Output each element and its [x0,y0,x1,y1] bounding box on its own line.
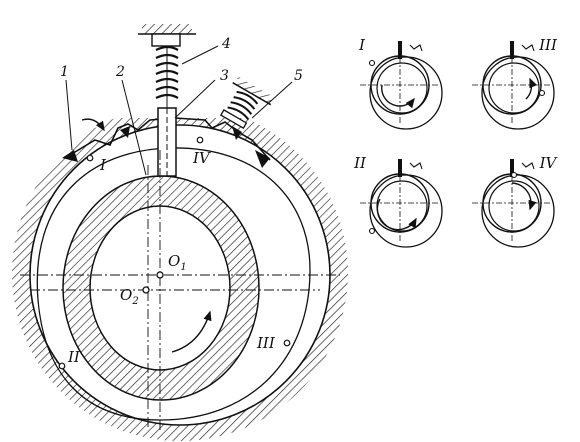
vane-assembly [138,24,196,177]
callout-1: 1 [60,64,69,80]
inset-valve [521,44,535,52]
inset-vane [398,159,402,177]
inset-dot [538,89,546,97]
position-i-dot [86,154,94,162]
inset-valve [409,162,423,170]
callout-4: 4 [221,36,231,52]
position-ii-label: II [67,348,81,366]
inset-dot [510,171,518,179]
center-o2-dot [142,286,150,294]
vane-spring [138,24,196,108]
inset-vane [510,159,514,177]
inset-label-4: IV [539,154,559,172]
position-iv-label: IV [192,149,212,167]
rotor-ring [62,175,260,401]
casing-top-mask [0,0,345,118]
inset-rotor [488,62,540,114]
inset-casing [369,56,443,130]
inset-label-1: I [358,36,366,54]
inset-casing [481,174,555,248]
position-ii-dot [58,362,66,370]
inset-dot [368,59,376,67]
inset-arrow [376,198,417,231]
inset-arrow [511,182,537,211]
inset-1 [360,41,443,130]
main-mechanism: O1 O2 I IV II III 1 2 3 4 5 [0,0,348,441]
inset-rotor [376,180,428,232]
eccentric-path [36,147,311,421]
callout-5: 5 [294,68,303,84]
inset-4 [472,159,555,248]
inset-valve [521,162,535,170]
callout-leaders [65,45,293,176]
inset-label-3: II [353,154,367,172]
center-o2-label: O2 [120,286,139,307]
position-i-label: I [99,156,107,174]
inset-rotor [488,180,540,232]
suction-arrow [81,118,105,132]
callout-3: 3 [220,68,229,84]
inset-rotor [376,62,428,114]
inset-3 [360,159,443,248]
inset-label-2: III [538,36,558,54]
center-o1-label: O1 [168,252,187,273]
center-o1-dot [156,271,164,279]
inset-vane [510,41,514,59]
position-iii-dot [283,339,291,347]
inset-valve [409,44,423,52]
inset-arrow [525,77,538,100]
position-iv-dot [196,136,204,144]
inset-dot [368,227,376,235]
inset-arrow [381,84,415,109]
center-lines [20,150,340,432]
inset-casing [369,174,443,248]
inset-vane [398,41,402,59]
rotation-arrow [171,310,212,353]
inset-2 [472,41,555,130]
position-iii-label: III [256,334,276,352]
callout-2: 2 [115,64,125,80]
valve-spring [219,76,274,130]
